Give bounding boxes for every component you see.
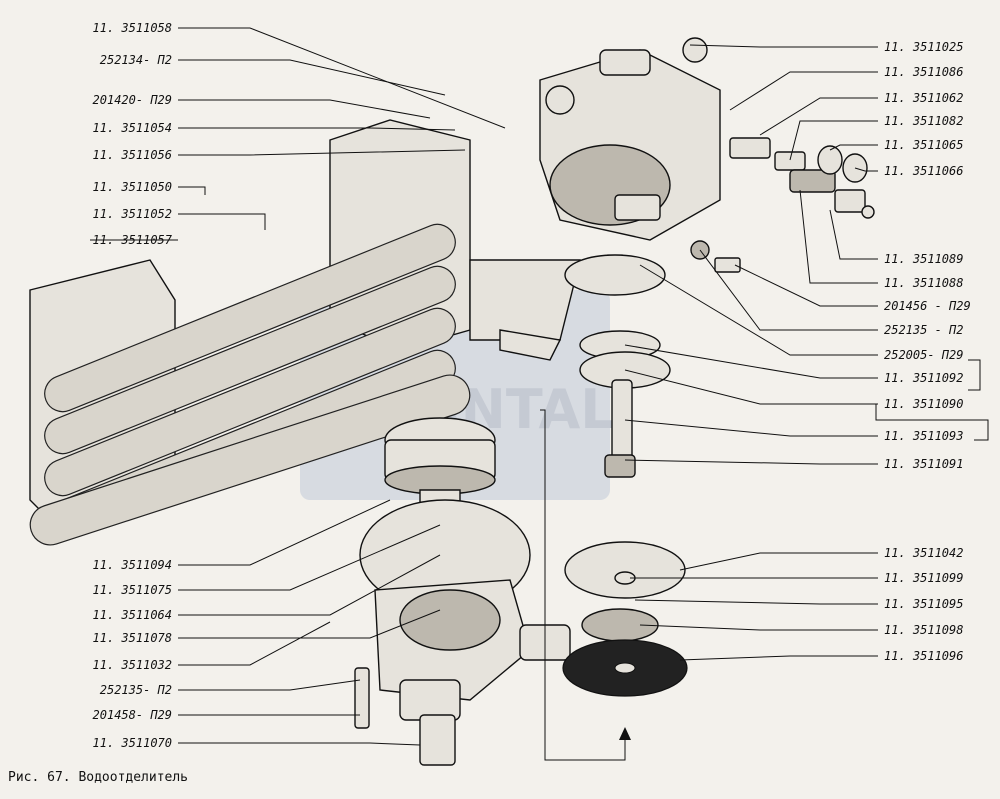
leader-line [624, 344, 878, 379]
leader-line [634, 599, 878, 605]
leader-line [854, 167, 878, 172]
leader-line [178, 621, 331, 666]
callout-label: 11. 3511025 [884, 40, 963, 54]
callout-label: 11. 3511082 [884, 114, 963, 128]
leader-line [178, 59, 446, 96]
callout-label: 11. 3511062 [884, 91, 963, 105]
callout-label: 201458- П29 [93, 708, 172, 722]
callout-label: 201420- П29 [93, 93, 172, 107]
callout-label: 11. 3511098 [884, 623, 963, 637]
leader-line [178, 213, 266, 230]
leader-line [178, 27, 506, 129]
callout-label: 11. 3511056 [93, 148, 172, 162]
callout-label: 11. 3511096 [884, 649, 963, 663]
callout-label: 11. 3511088 [884, 276, 963, 290]
lower-housing [354, 499, 571, 766]
diaphragm-parts [562, 541, 688, 697]
callout-label: 201456 - П29 [884, 299, 971, 313]
leader-line [639, 264, 878, 356]
callout-label: 252135- П2 [100, 683, 172, 697]
leader-line [639, 624, 878, 631]
leader-line [679, 655, 878, 661]
figure-caption: Рис. 67. Водоотделитель [8, 770, 189, 785]
leader-line [789, 120, 878, 161]
leader-line [689, 44, 878, 48]
leader-line [624, 369, 878, 405]
right-callouts: 11. 3511025 11. 3511086 11. 3511062 11. 351… [624, 40, 971, 663]
callout-label: 11. 3511092 [884, 371, 963, 385]
callout-label: 11. 3511050 [93, 180, 172, 194]
leader-line [679, 552, 878, 571]
leader-line [178, 679, 361, 691]
callout-label: 11. 3511089 [884, 252, 963, 266]
callout-label: 11. 3511070 [93, 736, 172, 750]
callout-label: 11. 3511093 [884, 429, 963, 443]
left-callouts: 11. 3511058 252134- П2 201420- П29 11. 3511… [90, 21, 506, 750]
callout-label: 11. 3511094 [93, 558, 172, 572]
callout-label: 252005- П29 [884, 348, 963, 362]
callout-label: 11. 3511054 [93, 121, 172, 135]
leader-line [178, 524, 441, 591]
callout-label: 11. 3511086 [884, 65, 963, 79]
callout-label: 11. 3511042 [884, 546, 963, 560]
leader-line [829, 144, 878, 151]
callout-label: 11. 3511078 [93, 631, 172, 645]
leader-line [178, 554, 441, 616]
callout-label: 11. 3511052 [93, 207, 172, 221]
leader-line [799, 189, 878, 284]
coil-tubes [29, 223, 471, 546]
valve-spool-parts [690, 137, 875, 273]
coil-bank [29, 119, 581, 546]
callout-label: 11. 3511058 [93, 21, 172, 35]
callout-label: 11. 3511099 [884, 571, 963, 585]
leader-line [734, 264, 878, 307]
valve-body [539, 37, 721, 241]
callout-label: 11. 3511090 [884, 397, 963, 411]
leader-line [178, 609, 441, 639]
leader-line [178, 149, 466, 156]
right-brackets [875, 359, 989, 441]
callout-label: 11. 3511065 [884, 138, 963, 152]
leader-line [178, 742, 421, 746]
callout-label: 11. 3511066 [884, 164, 963, 178]
leader-line [699, 249, 878, 331]
assembly-arrow [540, 409, 631, 761]
leader-line [729, 71, 878, 111]
callout-label: 11. 3511032 [93, 658, 172, 672]
leader-line [829, 209, 878, 260]
callout-label: 11. 3511091 [884, 457, 963, 471]
leader-line [178, 499, 391, 566]
callout-label: 11. 3511075 [93, 583, 172, 597]
callout-label: 252134- П2 [100, 53, 172, 67]
leader-line [624, 419, 878, 437]
leader-line [759, 97, 878, 136]
leader-line [178, 99, 431, 119]
leader-line [624, 459, 878, 465]
callout-label: 11. 3511064 [93, 608, 172, 622]
callout-label: 252135 - П2 [884, 323, 963, 337]
leader-line [178, 186, 206, 195]
leader-line [178, 127, 456, 131]
callout-label: 11. 3511095 [884, 597, 963, 611]
